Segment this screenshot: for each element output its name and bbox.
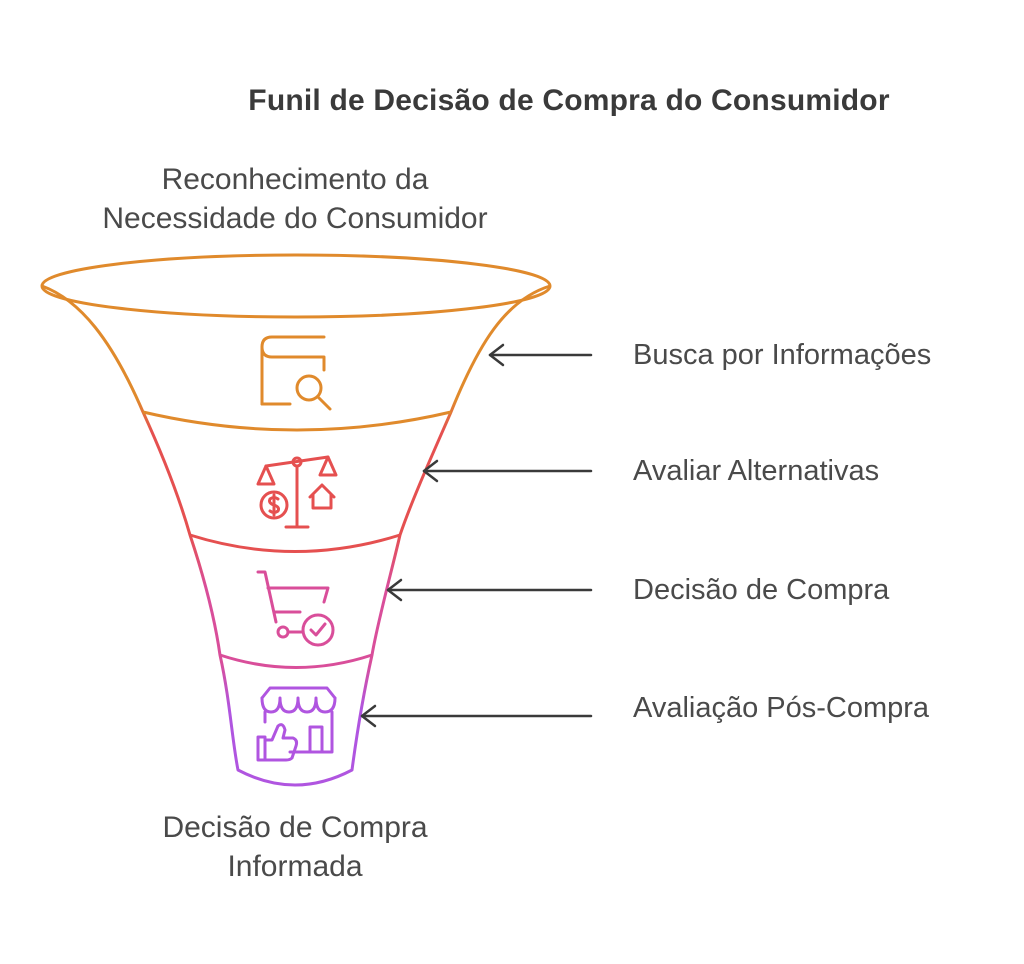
- storefront-thumbs-up-icon: [256, 686, 337, 762]
- funnel-top-rim: [40, 253, 552, 319]
- stage-label-decisao: Decisão de Compra: [633, 574, 890, 606]
- arrow-busca: [488, 343, 593, 367]
- book-search-icon: [260, 335, 332, 411]
- arrow-avaliar: [422, 459, 593, 483]
- funnel-bottom-label-line-1: Decisão de Compra: [162, 811, 428, 844]
- stage-label-avaliar: Avaliar Alternativas: [633, 455, 880, 487]
- arrow-decisao: [386, 578, 593, 602]
- stage-label-busca: Busca por Informações: [633, 339, 932, 371]
- funnel-bottom-label: Decisão de Compra Informada: [90, 808, 500, 886]
- funnel-bottom-label-line-2: Informada: [227, 850, 363, 883]
- funnel-body-outline: [41, 284, 551, 787]
- segment-divider-2: [189, 533, 401, 553]
- balance-scale-icon: [256, 455, 338, 529]
- funnel-top-label-line-2: Necessidade do Consumidor: [102, 202, 488, 235]
- diagram-title: Funil de Decisão de Compra do Consumidor: [248, 84, 890, 117]
- funnel-top-label-line-1: Reconhecimento da: [161, 163, 429, 196]
- funnel-top-label: Reconhecimento da Necessidade do Consumi…: [60, 160, 530, 238]
- arrow-pos-compra: [360, 704, 593, 728]
- shopping-cart-check-icon: [256, 570, 335, 647]
- stage-label-pos-compra: Avaliação Pós-Compra: [633, 692, 930, 724]
- segment-divider-3: [219, 653, 373, 669]
- segment-divider-1: [142, 410, 452, 432]
